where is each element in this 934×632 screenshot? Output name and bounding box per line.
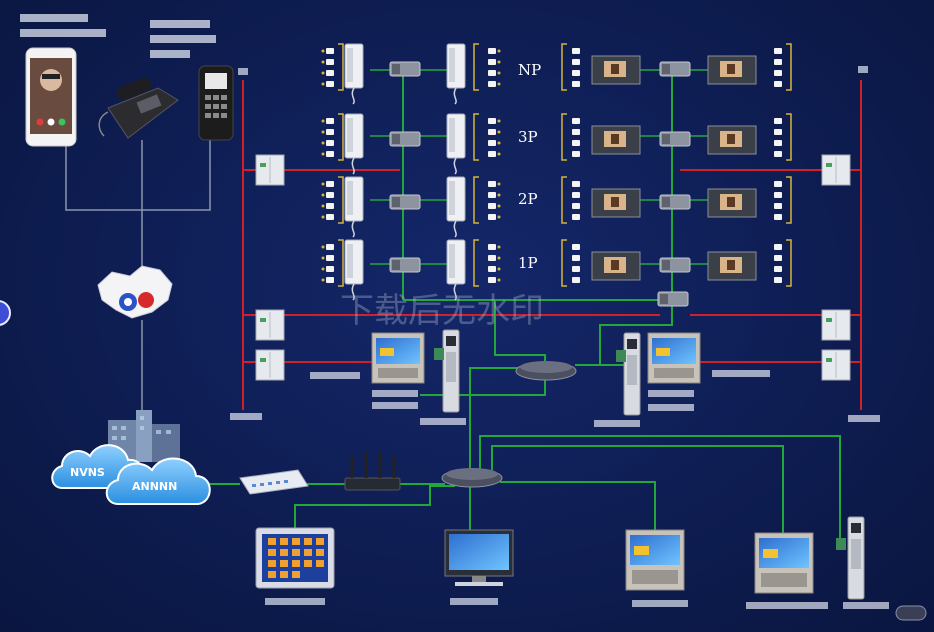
- door-station-icon: [647, 332, 701, 384]
- floor-branches: [370, 69, 710, 265]
- trunk-line: [65, 140, 211, 211]
- video-unit-icon: [707, 251, 757, 281]
- intercom-handset-icon: [344, 43, 364, 105]
- smartphone-icon: [25, 47, 77, 147]
- power-supply-icon: [255, 154, 285, 186]
- indoor-monitor-icon: [754, 532, 814, 594]
- decoder-icon: [659, 194, 691, 210]
- floor-label: 3P: [518, 128, 538, 146]
- decoder-icon: [657, 291, 689, 307]
- button-group-icon: [774, 176, 792, 224]
- floor-label: 1P: [518, 254, 538, 272]
- intercom-handset-icon: [446, 43, 466, 105]
- network-switch-icon: [239, 469, 309, 495]
- tablet-icon: [255, 527, 335, 589]
- button-group-icon: [473, 43, 501, 91]
- side-handle-icon: [0, 300, 11, 326]
- button-group-icon: [321, 113, 344, 161]
- decoder-icon: [389, 194, 421, 210]
- intercom-handset-icon: [344, 176, 364, 238]
- video-unit-icon: [591, 125, 641, 155]
- intercom-handset-icon: [344, 239, 364, 301]
- router-icon: [344, 452, 401, 491]
- intercom-handset-icon: [446, 176, 466, 238]
- intercom-handset-icon: [344, 113, 364, 175]
- cloud-label: ANNNN: [132, 480, 177, 493]
- bus-line: [500, 481, 656, 530]
- bus-line: [470, 380, 546, 396]
- video-unit-icon: [707, 125, 757, 155]
- intercom-handset-icon: [446, 239, 466, 301]
- bus-line: [491, 445, 784, 535]
- hub-icon: [515, 361, 577, 381]
- floor-devices: [321, 43, 792, 307]
- decoder-icon: [659, 61, 691, 77]
- workstation-icon: [444, 529, 514, 586]
- button-group-icon: [321, 239, 344, 287]
- power-supply-icon: [255, 309, 285, 341]
- bus-line: [575, 364, 631, 380]
- floor-label: NP: [518, 61, 541, 79]
- button-group-icon: [321, 176, 344, 224]
- video-unit-icon: [591, 55, 641, 85]
- video-unit-icon: [707, 55, 757, 85]
- button-group-icon: [561, 176, 580, 224]
- access-panel-icon: [442, 329, 460, 413]
- button-group-icon: [561, 113, 580, 161]
- bus-line: [494, 300, 546, 365]
- decoder-icon: [389, 131, 421, 147]
- label-blocks: [230, 66, 889, 609]
- hub-icon: [441, 468, 503, 488]
- watermark-text: 下载后无水印: [340, 291, 544, 331]
- wiring-lines: [65, 69, 862, 540]
- power-supply-icon: [821, 349, 851, 381]
- decoder-icon: [389, 61, 421, 77]
- floor-labels: NP 3P 2P 1P: [518, 61, 541, 272]
- camera-icon: [434, 348, 846, 550]
- power-supply-icon: [821, 309, 851, 341]
- button-group-icon: [473, 113, 501, 161]
- button-group-icon: [774, 43, 792, 91]
- button-group-icon: [473, 176, 501, 224]
- button-group-icon: [774, 239, 792, 287]
- button-group-icon: [774, 113, 792, 161]
- power-supplies: [255, 154, 851, 381]
- button-group-icon: [561, 239, 580, 287]
- decoder-icon: [659, 257, 691, 273]
- power-supply-icon: [255, 349, 285, 381]
- indoor-monitor-icon: [625, 529, 685, 591]
- desk-phone-icon: [98, 77, 179, 139]
- door-station-icon: [371, 332, 425, 384]
- bus-line: [420, 367, 520, 396]
- power-supply-icon: [821, 154, 851, 186]
- access-panel-icon: [623, 332, 641, 416]
- video-unit-icon: [707, 188, 757, 218]
- decoder-icon: [659, 131, 691, 147]
- bus-line: [479, 435, 841, 540]
- access-panel-icon: [847, 516, 865, 600]
- building-icon: [108, 410, 180, 462]
- china-map-icon: [97, 265, 173, 319]
- button-group-icon: [321, 43, 344, 91]
- cloud-icon: ANNNN: [105, 457, 211, 505]
- decoder-icon: [389, 257, 421, 273]
- button-group-icon: [561, 43, 580, 91]
- intercom-handset-icon: [446, 113, 466, 175]
- top-left-label: [20, 14, 216, 58]
- video-unit-icon: [591, 251, 641, 281]
- video-unit-icon: [591, 188, 641, 218]
- corner-badge-icon: [895, 605, 927, 621]
- floor-label: 2P: [518, 190, 538, 208]
- cordless-phone-icon: [198, 65, 234, 141]
- cloud-label: NVNS: [70, 466, 105, 479]
- button-group-icon: [473, 239, 501, 287]
- bus-line: [294, 485, 455, 528]
